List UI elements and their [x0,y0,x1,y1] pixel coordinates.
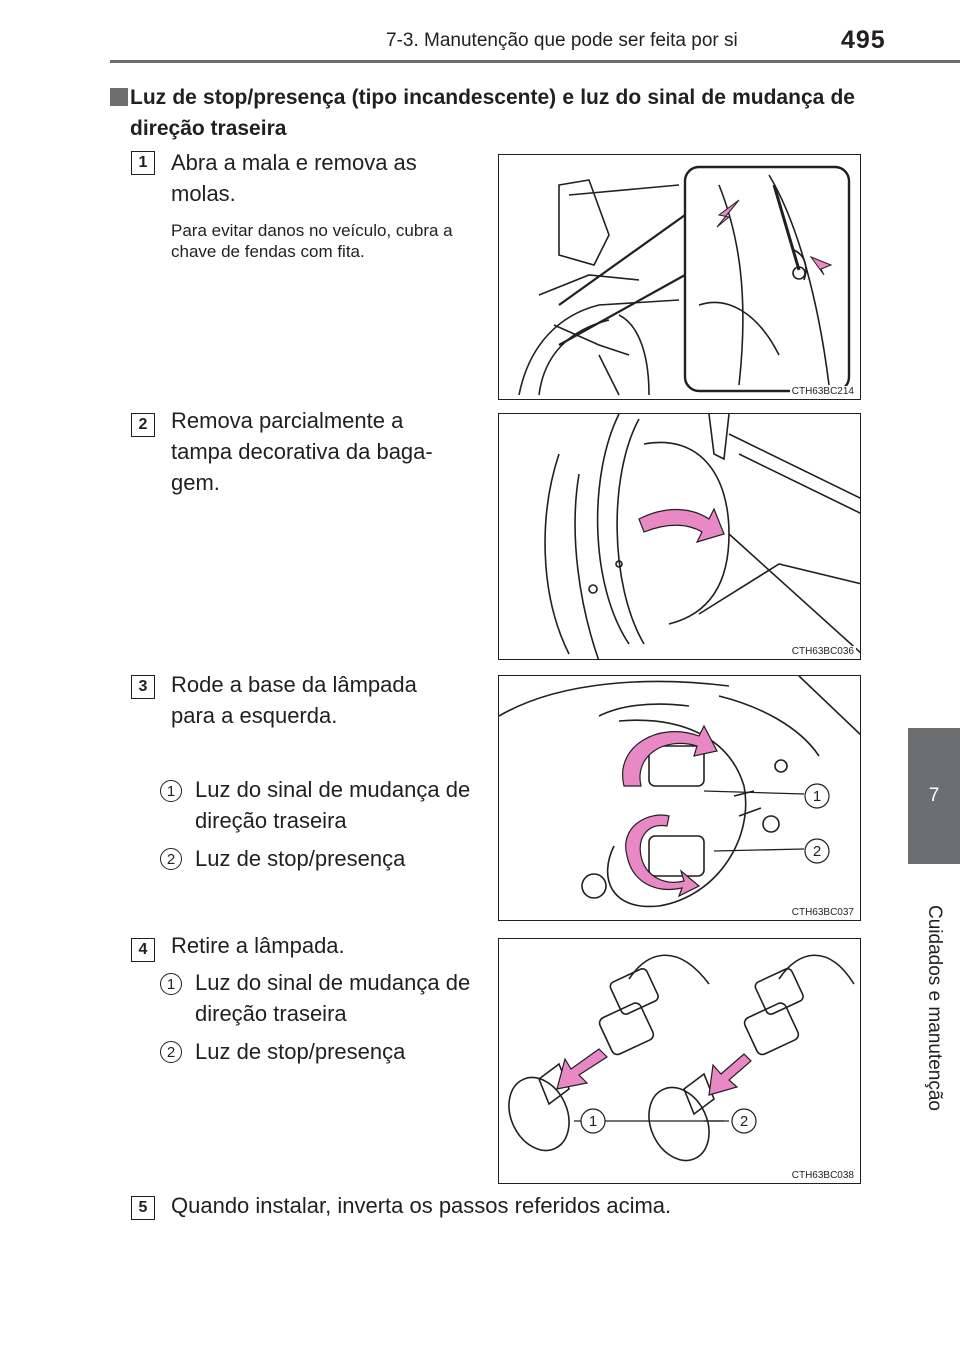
callout-1: 1 [589,1113,597,1130]
figure-code: CTH63BC036 [789,646,856,657]
section-title: Luz de stop/presença (tipo incandescente… [110,82,855,144]
step-2-text: Remova parcialmente a tampa decorativa d… [171,408,433,495]
section-bullet-icon [110,88,128,106]
chapter-label: Cuidados e manutenção [924,905,945,1111]
figure-step-2: CTH63BC036 [498,413,861,660]
trunk-springs-illustration [518,165,851,396]
callout-2: 2 [813,843,821,860]
header-title: 7-3. Manutenção que pode ser feita por s… [386,30,738,51]
header-divider [110,60,960,63]
step-2-number: 2 [131,413,155,437]
step-1-note: Para evitar danos no veículo, cubra a ch… [171,221,453,261]
step-4-number: 4 [131,938,155,962]
figure-code: CTH63BC037 [789,907,856,918]
section-title-text: Luz de stop/presença (tipo incandescente… [130,86,855,140]
legend-number: 1 [160,780,182,802]
step-1-number: 1 [131,151,155,175]
legend-text: Luz do sinal de mudança de direção trase… [195,970,471,1026]
trunk-trim-illustration [544,414,860,659]
legend-text: Luz de stop/presença [195,1039,406,1064]
figure-code: CTH63BC214 [789,386,856,397]
step-1-text: Abra a mala e remova as molas. [171,150,417,206]
figure-step-3: 1 2 CTH63BC037 [498,675,861,921]
callout-1: 1 [813,788,821,805]
figure-code: CTH63BC038 [789,1170,856,1181]
step-5-text: Quando instalar, inverta os passos refer… [171,1193,672,1218]
legend-number: 2 [160,848,182,870]
chapter-tab[interactable]: 7 [908,728,960,864]
step-3-number: 3 [131,675,155,699]
legend-number: 1 [160,973,182,995]
page-number: 495 [841,26,886,54]
step-5-number: 5 [131,1196,155,1220]
bulb-socket-illustration: 1 2 [499,676,860,908]
figure-step-4: 1 2 CTH63BC038 [498,938,861,1184]
step-3-text: Rode a base da lâmpada para a esquerda. [171,672,417,728]
callout-2: 2 [740,1113,748,1130]
figure-step-1: CTH63BC214 [498,154,861,400]
legend-text: Luz do sinal de mudança de direção trase… [195,777,471,833]
legend-text: Luz de stop/presença [195,846,406,871]
legend-number: 2 [160,1041,182,1063]
step-4-text: Retire a lâmpada. [171,933,345,958]
bulb-removal-illustration: 1 2 [508,954,855,1162]
